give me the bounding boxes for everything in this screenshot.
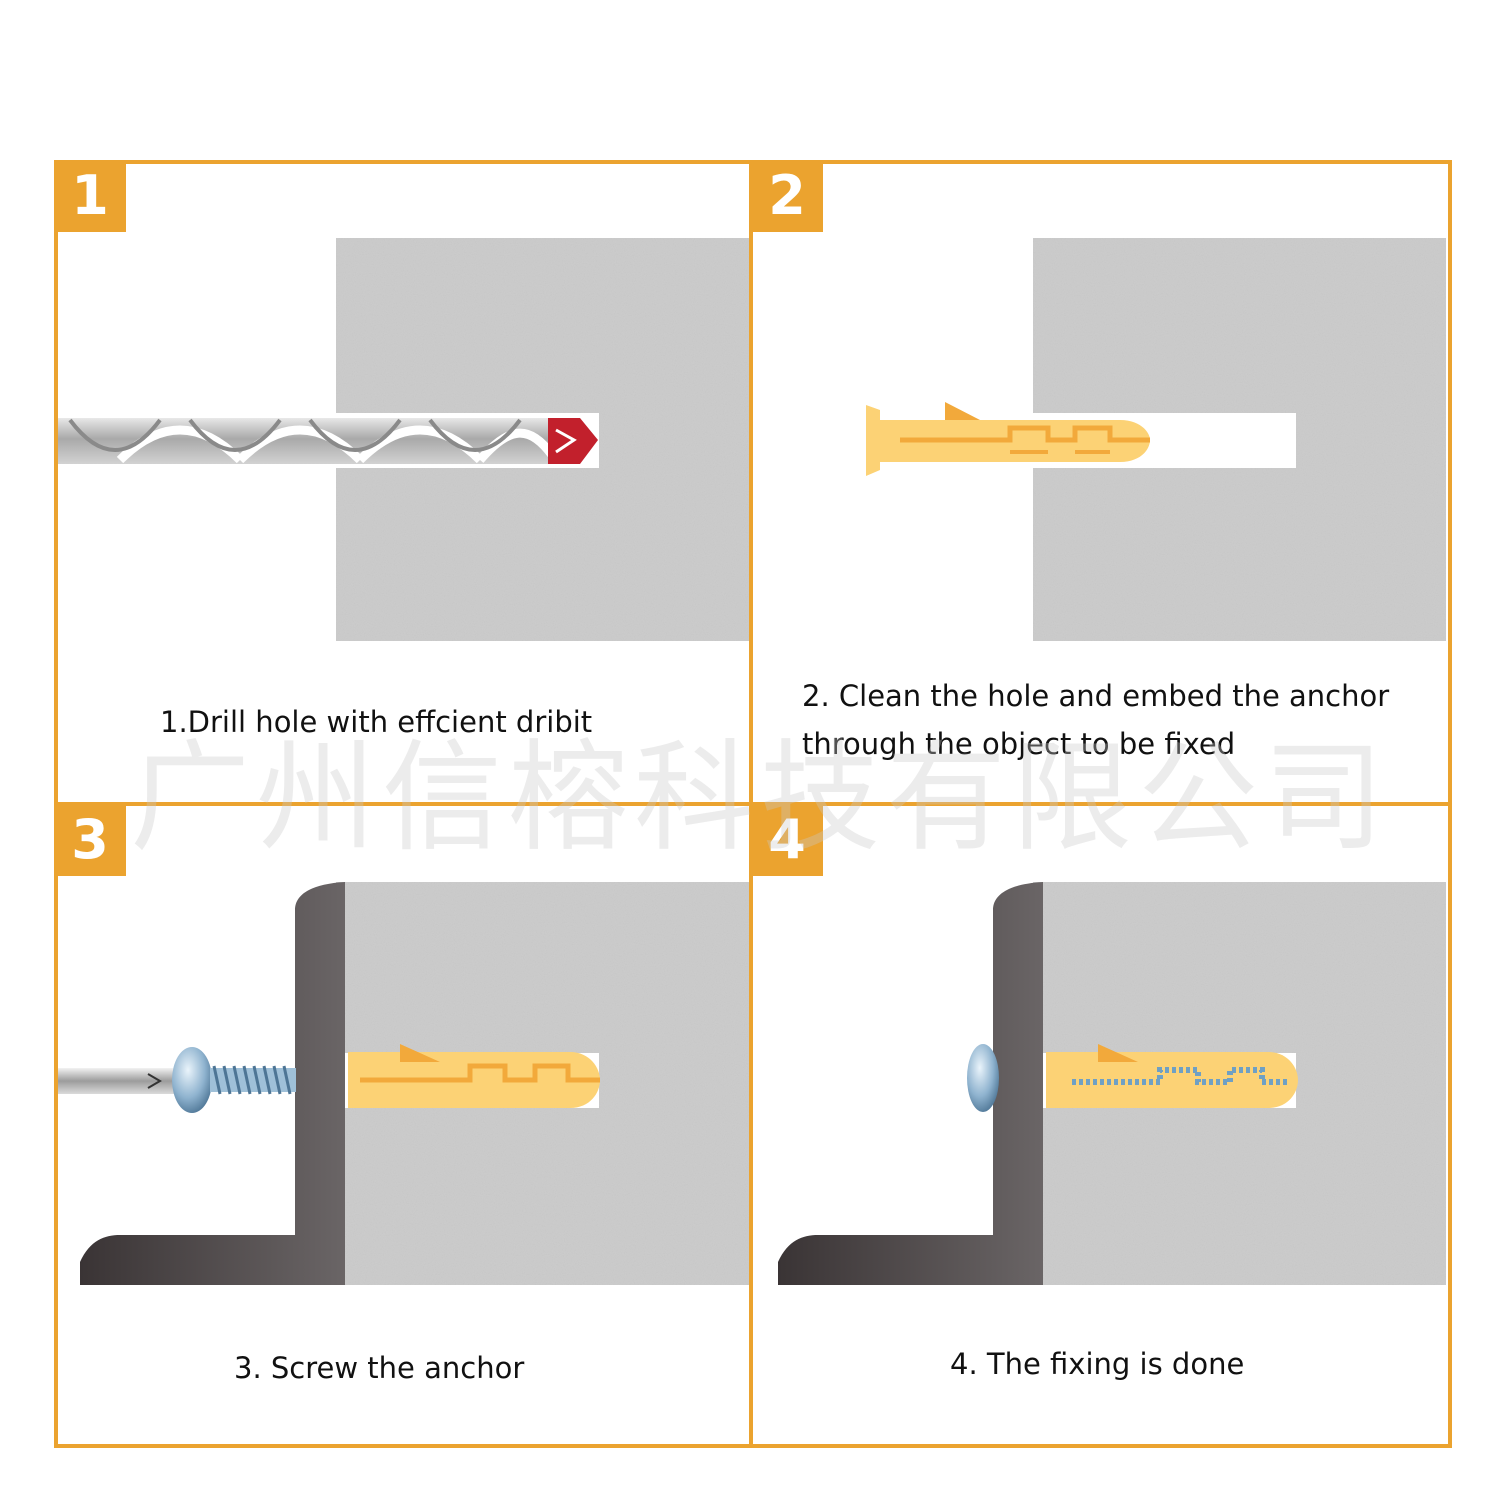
anchor-plug-panel-3 [348, 1044, 600, 1108]
anchor-plug-panel-2 [866, 402, 1150, 476]
screwdriver-and-screw [58, 1047, 296, 1113]
step-4-caption: 4. The fixing is done [950, 1347, 1245, 1381]
step-3-caption: 3. Screw the anchor [234, 1351, 525, 1385]
step-1-caption: 1.Drill hole with effcient dribit [160, 705, 593, 739]
step-badge-1: 1 [54, 160, 126, 232]
step-2-caption-line-2: through the object to be fixed [802, 727, 1236, 761]
wall-panel-2 [1033, 238, 1446, 641]
step-2-caption-line-1: 2. Clean the hole and embed the anchor [802, 679, 1390, 713]
drill-bit [58, 418, 598, 464]
company-watermark: 广州信榕科技有限公司 [130, 729, 1390, 868]
fixed-anchor-with-screw [967, 1044, 1298, 1112]
l-bracket-panel-4 [778, 882, 1043, 1285]
step-badge-4: 4 [751, 804, 823, 876]
l-bracket-panel-3 [80, 882, 345, 1285]
step-badge-2: 2 [751, 160, 823, 232]
step-badge-3: 3 [54, 804, 126, 876]
